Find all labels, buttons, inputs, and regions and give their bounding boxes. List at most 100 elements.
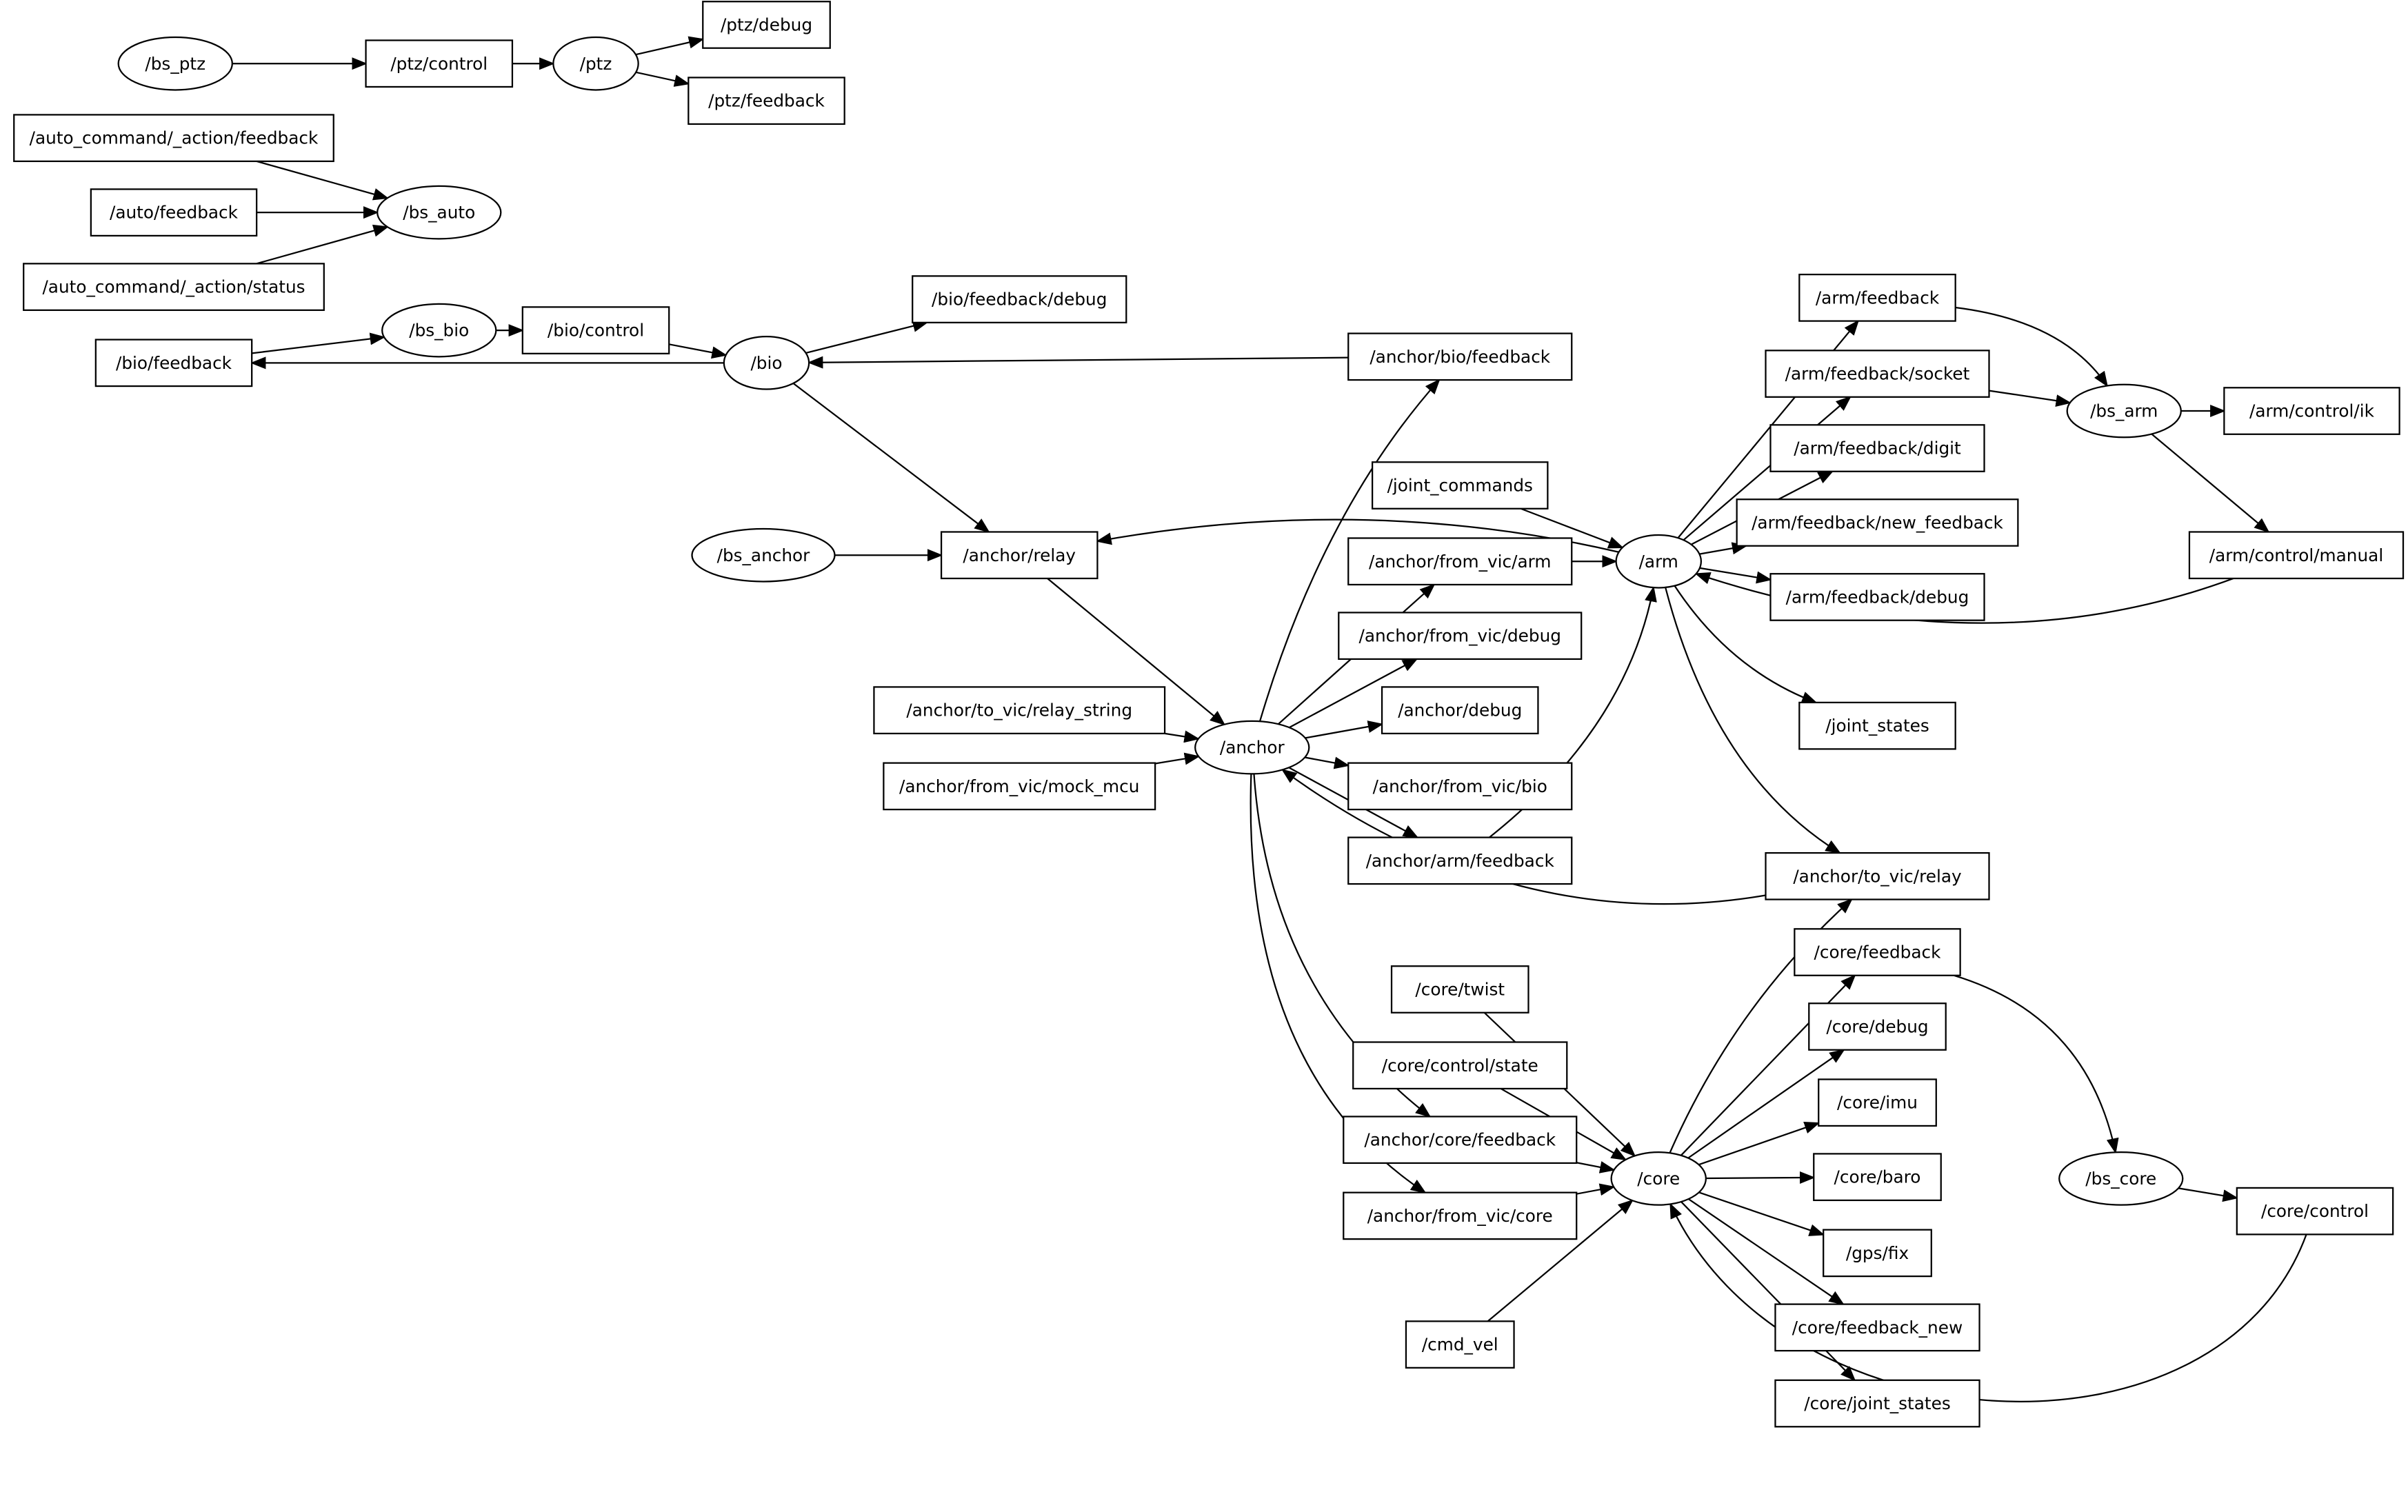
label-core_feedback_new: /core/feedback_new xyxy=(1792,1318,1963,1338)
label-anchor_from_vic_core: /anchor/from_vic/core xyxy=(1367,1206,1553,1226)
topic-shape-arm_feedback_socket xyxy=(1765,350,1990,398)
topic-core_feedback_new: /core/feedback_new xyxy=(1774,1303,1980,1352)
topic-shape-arm_control_manual xyxy=(2188,531,2405,580)
topic-ptz_control: /ptz/control xyxy=(365,39,514,88)
topic-shape-anchor_relay xyxy=(940,531,1098,580)
topic-shape-anchor_from_vic_mock_mcu xyxy=(883,762,1156,811)
label-arm_feedback_socket: /arm/feedback/socket xyxy=(1785,364,1970,384)
node-shape-bs_core xyxy=(2058,1151,2184,1206)
topic-bio_feedback_debug: /bio/feedback/debug xyxy=(912,275,1127,323)
topic-shape-ptz_control xyxy=(365,39,514,88)
topic-arm_control_ik: /arm/control/ik xyxy=(2223,387,2400,435)
label-anchor_to_vic_relay: /anchor/to_vic/relay xyxy=(1793,866,1961,886)
topic-anchor_to_vic_relay_string: /anchor/to_vic/relay_string xyxy=(873,686,1166,735)
topic-arm_feedback_new_feedback: /arm/feedback/new_feedback xyxy=(1736,498,2019,547)
topic-shape-gps_fix xyxy=(1823,1229,1932,1278)
label-core_control_state: /core/control/state xyxy=(1382,1056,1538,1076)
label-ptz_debug: /ptz/debug xyxy=(721,15,812,35)
edge-bio_feedback-bs_bio xyxy=(252,332,386,354)
edge-anchor_to_vic_relay-anchor xyxy=(1281,769,1766,905)
topic-auto_cmd_action_feedback: /auto_command/_action/feedback xyxy=(13,114,334,163)
edge-anchor_from_vic_mock_mcu-anchor xyxy=(1154,752,1201,765)
topic-shape-bio_feedback xyxy=(94,339,253,387)
edge-anchor-anchor_from_vic_bio xyxy=(1305,756,1350,769)
edge-arm_feedback-bs_arm xyxy=(1955,306,2108,387)
topic-shape-anchor_from_vic_debug xyxy=(1338,612,1583,661)
node-bs_anchor: /bs_anchor xyxy=(691,527,836,583)
topic-cmd_vel: /cmd_vel xyxy=(1405,1320,1515,1369)
edge-anchor_bio_feedback-bio xyxy=(807,356,1349,369)
label-anchor_from_vic_arm: /anchor/from_vic/arm xyxy=(1369,552,1551,572)
node-bs_bio: /bs_bio xyxy=(381,303,497,358)
topic-anchor_from_vic_bio: /anchor/from_vic/bio xyxy=(1347,762,1573,811)
edge-core-core_joint_states xyxy=(1680,1201,1856,1382)
topic-shape-anchor_core_feedback xyxy=(1343,1116,1578,1165)
topic-auto_feedback: /auto/feedback xyxy=(90,188,258,237)
node-shape-bs_ptz xyxy=(117,36,233,91)
label-arm_control_manual: /arm/control/manual xyxy=(2209,545,2383,565)
topic-core_control: /core/control xyxy=(2236,1187,2394,1236)
node-shape-core xyxy=(1610,1151,1707,1206)
edge-arm_feedback_socket-bs_arm xyxy=(1989,390,2071,407)
edge-anchor_from_vic_core-core xyxy=(1576,1183,1616,1196)
topic-shape-core_debug xyxy=(1808,1002,1947,1051)
label-core: /core xyxy=(1637,1169,1680,1189)
topic-shape-anchor_to_vic_relay_string xyxy=(873,686,1166,735)
label-bs_ptz: /bs_ptz xyxy=(145,54,205,74)
label-auto_cmd_action_status: /auto_command/_action/status xyxy=(42,277,305,297)
label-anchor_core_feedback: /anchor/core/feedback xyxy=(1364,1130,1556,1150)
node-core: /core xyxy=(1610,1151,1707,1206)
edge-bio-bio_feedback_debug xyxy=(805,320,929,354)
label-arm: /arm xyxy=(1639,552,1678,572)
label-bs_core: /bs_core xyxy=(2085,1169,2156,1189)
label-core_twist: /core/twist xyxy=(1415,980,1505,1000)
topic-shape-core_twist xyxy=(1390,965,1529,1014)
label-auto_cmd_action_feedback: /auto_command/_action/feedback xyxy=(30,128,319,148)
topic-core_joint_states: /core/joint_states xyxy=(1774,1379,1980,1428)
topic-joint_states: /joint_states xyxy=(1798,701,1956,750)
label-bs_arm: /bs_arm xyxy=(2090,401,2158,421)
topic-anchor_relay: /anchor/relay xyxy=(940,531,1098,580)
label-arm_feedback_debug: /arm/feedback/debug xyxy=(1786,587,1969,607)
topic-ptz_feedback: /ptz/feedback xyxy=(688,77,845,125)
label-arm_control_ik: /arm/control/ik xyxy=(2249,401,2375,421)
topic-shape-joint_commands xyxy=(1372,461,1549,510)
edge-core-gps_fix xyxy=(1698,1191,1825,1236)
topic-shape-arm_feedback_digit xyxy=(1769,424,1985,472)
topic-shape-cmd_vel xyxy=(1405,1320,1515,1369)
topic-shape-auto_cmd_action_feedback xyxy=(13,114,334,163)
topic-shape-joint_states xyxy=(1798,701,1956,750)
topic-shape-bio_feedback_debug xyxy=(912,275,1127,323)
topic-shape-arm_control_ik xyxy=(2223,387,2400,435)
edge-anchor-anchor_bio_feedback xyxy=(1258,379,1441,722)
label-bio_feedback_debug: /bio/feedback/debug xyxy=(932,290,1107,310)
topic-arm_feedback: /arm/feedback xyxy=(1798,273,1956,322)
label-arm_feedback_new_feedback: /arm/feedback/new_feedback xyxy=(1752,513,2003,533)
topic-shape-anchor_debug xyxy=(1381,686,1539,735)
label-core_imu: /core/imu xyxy=(1837,1093,1918,1113)
label-joint_commands: /joint_commands xyxy=(1387,476,1533,496)
topic-shape-arm_feedback xyxy=(1798,273,1956,322)
topic-joint_commands: /joint_commands xyxy=(1372,461,1549,510)
edge-core-core_debug xyxy=(1687,1049,1845,1159)
label-core_feedback: /core/feedback xyxy=(1814,943,1942,962)
topic-shape-ptz_debug xyxy=(702,1,831,49)
node-shape-bs_bio xyxy=(381,303,497,358)
edge-arm-arm_feedback_debug xyxy=(1699,567,1772,584)
label-gps_fix: /gps/fix xyxy=(1846,1243,1909,1263)
node-shape-bs_arm xyxy=(2066,383,2182,439)
edge-anchor_core_feedback-core xyxy=(1576,1161,1616,1173)
edge-bs_core-core_control xyxy=(2178,1187,2239,1202)
node-shape-arm xyxy=(1615,534,1703,589)
topic-core_imu: /core/imu xyxy=(1818,1078,1937,1127)
label-ptz: /ptz xyxy=(580,54,612,74)
topic-anchor_from_vic_core: /anchor/from_vic/core xyxy=(1343,1191,1578,1240)
topic-shape-anchor_from_vic_bio xyxy=(1347,762,1573,811)
edge-ptz-ptz_feedback xyxy=(635,71,690,87)
edge-cmd_vel-core xyxy=(1487,1199,1634,1322)
edge-auto_cmd_action_status-bs_auto xyxy=(256,224,389,265)
topic-arm_control_manual: /arm/control/manual xyxy=(2188,531,2405,580)
label-bio_control: /bio/control xyxy=(548,321,644,341)
